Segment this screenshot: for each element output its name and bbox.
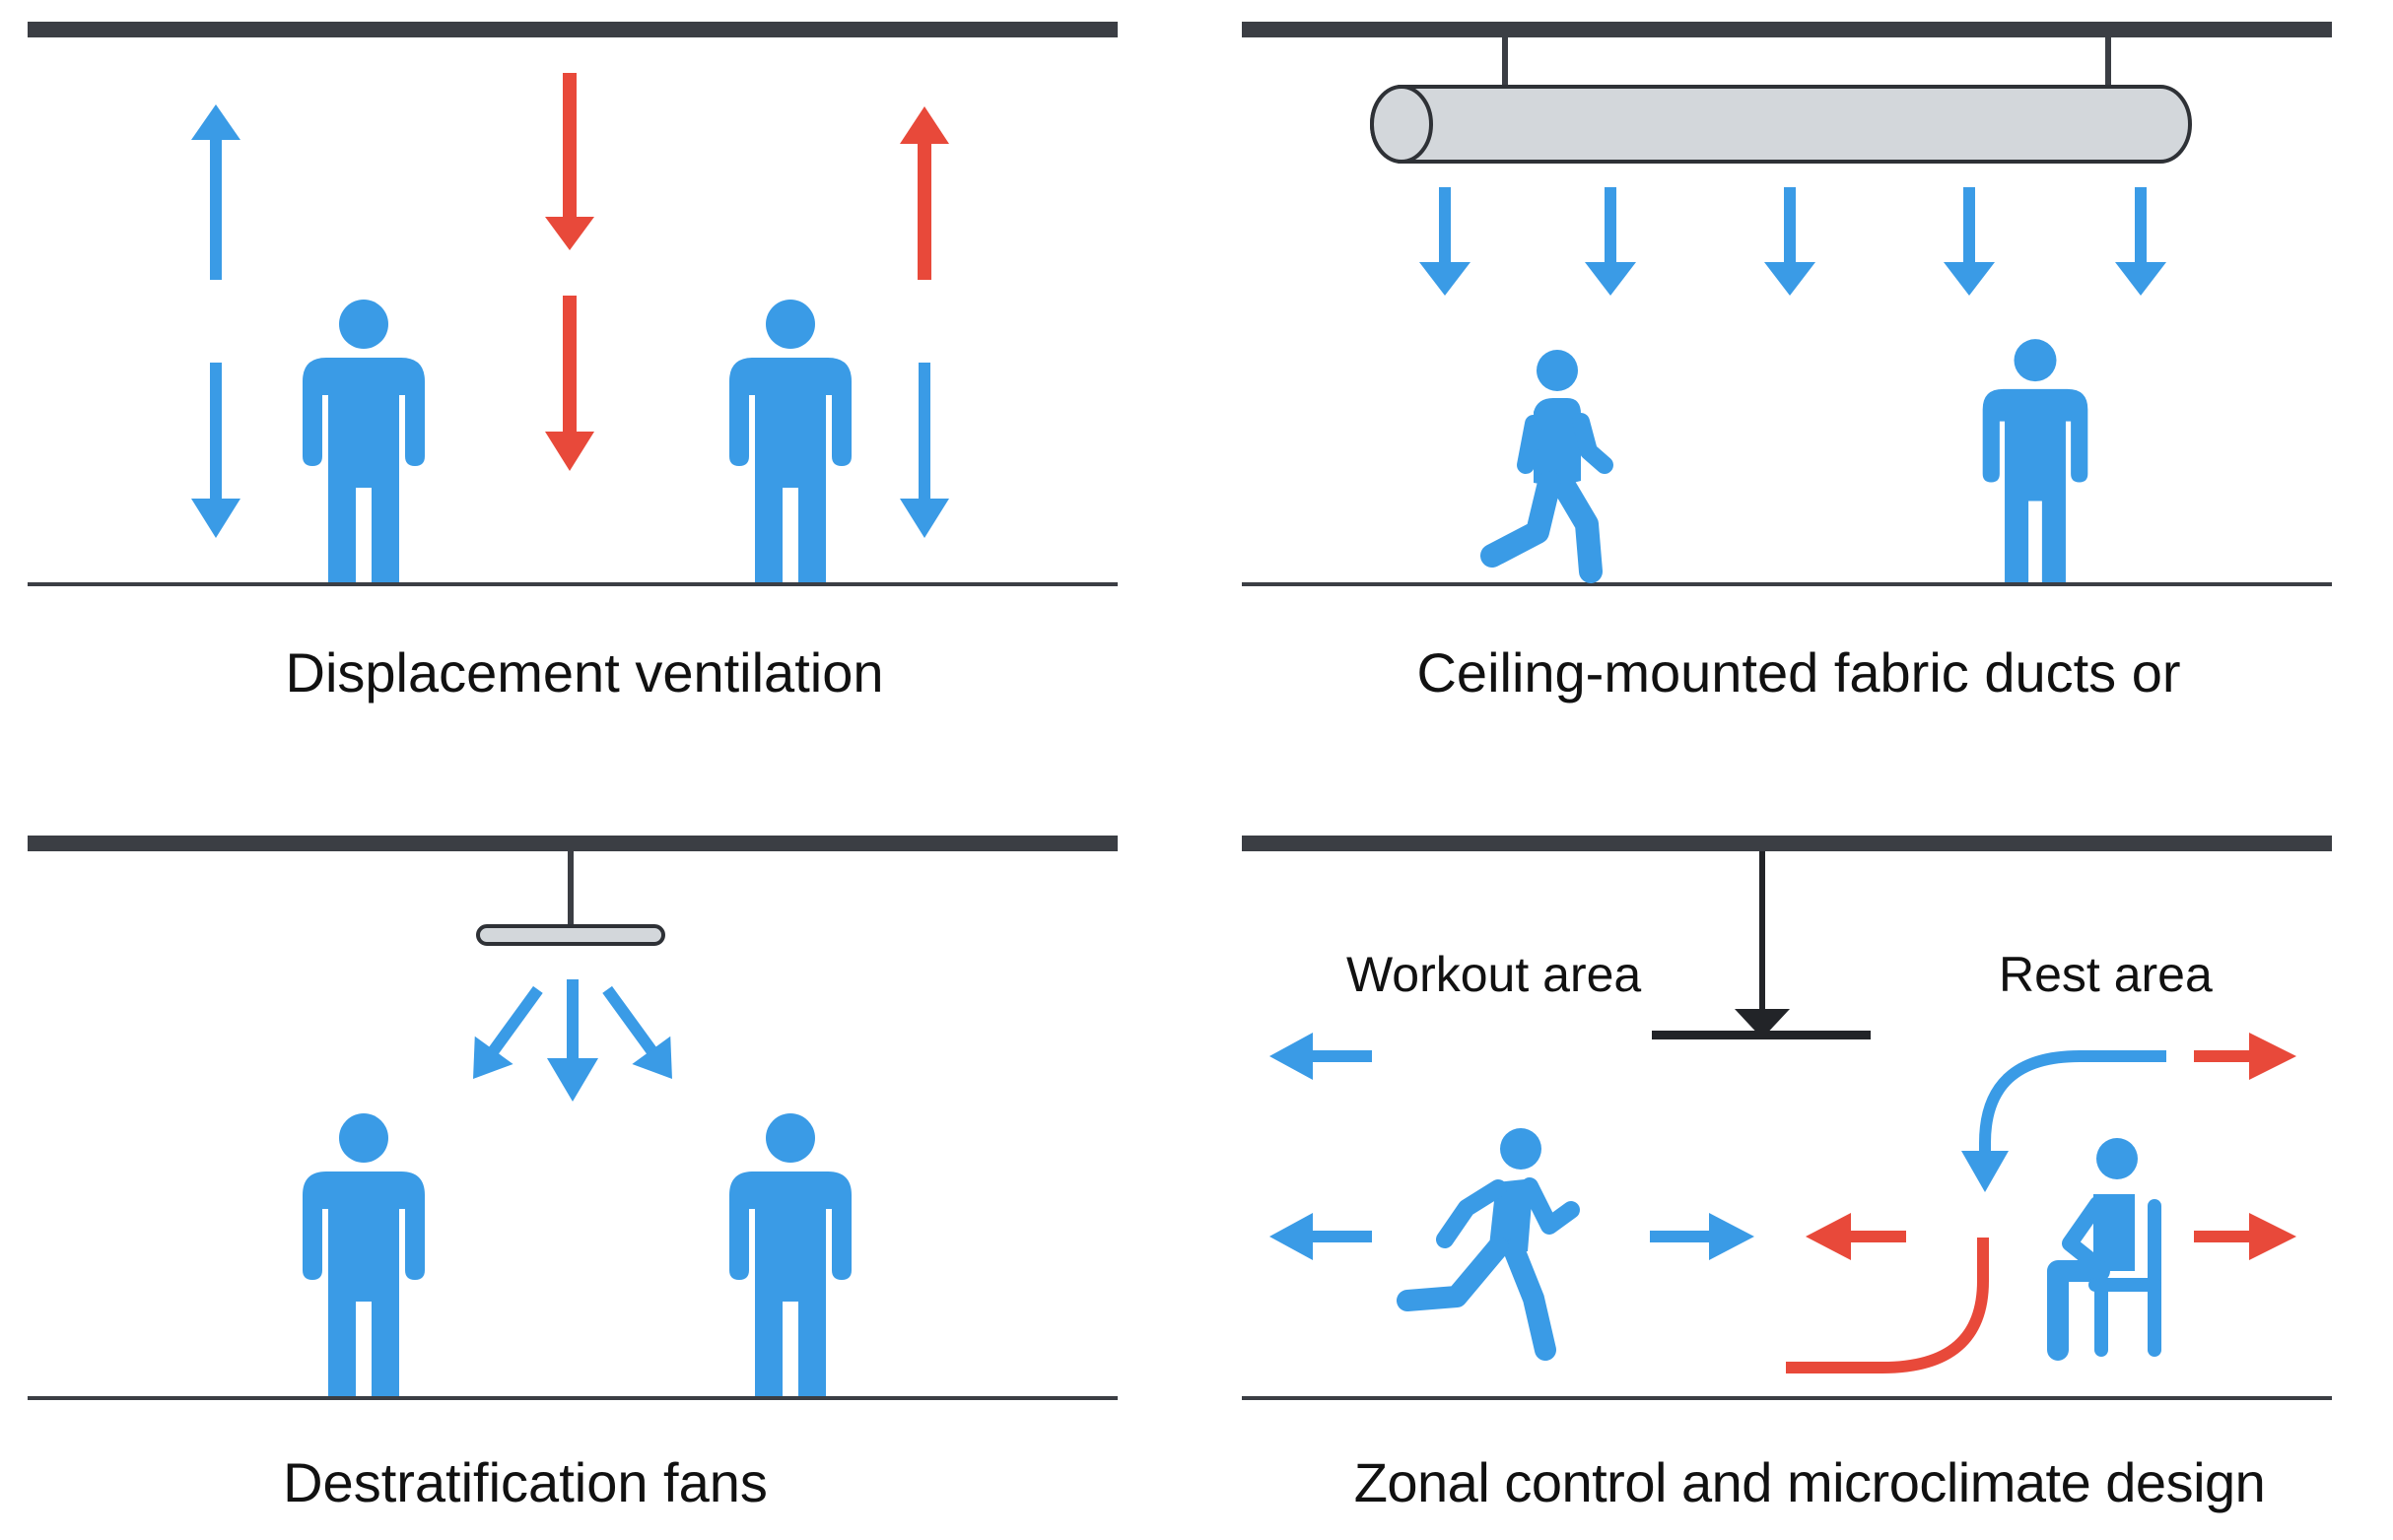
panel-fabric-ducts xyxy=(1242,22,2332,586)
floor-line xyxy=(28,1396,1118,1400)
down-arrow-icon xyxy=(900,363,949,538)
right-arrow-icon xyxy=(1650,1213,1754,1260)
right-arrow-icon xyxy=(2194,1033,2296,1080)
down-arrow-icon xyxy=(547,979,598,1102)
left-arrow-icon xyxy=(1269,1033,1372,1080)
person-standing-icon xyxy=(303,300,425,582)
down-arrow-icon xyxy=(602,985,672,1080)
left-arrow-icon xyxy=(1806,1213,1906,1260)
right-arrow-icon xyxy=(2194,1213,2296,1260)
ceiling-line xyxy=(28,836,1118,851)
floor-line xyxy=(1242,1396,2332,1400)
label-rest-area: Rest area xyxy=(1999,947,2213,1002)
down-arrow-icon xyxy=(1419,187,1470,296)
caption-destratification-fans: Destratification fans xyxy=(283,1451,768,1513)
duct-hanger xyxy=(1502,37,1508,89)
ceiling-fan-icon xyxy=(1652,851,1871,1039)
panel-displacement xyxy=(28,22,1118,586)
down-arrow-icon xyxy=(545,296,594,471)
ceiling-fan-icon xyxy=(476,851,665,946)
duct-hanger xyxy=(2105,37,2111,89)
curved-arrow-icon xyxy=(1786,1238,1989,1373)
down-arrow-icon xyxy=(545,73,594,250)
person-standing-icon xyxy=(303,1113,425,1396)
ceiling-line xyxy=(1242,836,2332,851)
person-standing-icon xyxy=(1982,339,2088,582)
down-arrow-icon xyxy=(473,985,543,1080)
curved-arrow-icon xyxy=(1961,1050,2166,1192)
person-standing-icon xyxy=(729,300,852,582)
ceiling-line xyxy=(28,22,1118,37)
fabric-duct xyxy=(1370,85,2192,164)
ceiling-line xyxy=(1242,22,2332,37)
up-arrow-icon xyxy=(191,104,240,280)
caption-displacement-ventilation: Displacement ventilation xyxy=(285,641,884,703)
left-arrow-icon xyxy=(1269,1213,1372,1260)
up-arrow-icon xyxy=(900,106,949,280)
person-running-icon xyxy=(1397,1128,1580,1361)
panel-destrat-fans xyxy=(28,836,1118,1400)
panel-zonal xyxy=(1242,836,2332,1400)
down-arrow-icon xyxy=(2115,187,2166,296)
floor-line xyxy=(1242,582,2332,586)
down-arrow-icon xyxy=(1944,187,1995,296)
label-workout-area: Workout area xyxy=(1346,947,1642,1002)
person-seated-icon xyxy=(2047,1138,2161,1361)
down-arrow-icon xyxy=(1764,187,1815,296)
down-arrow-icon xyxy=(1585,187,1636,296)
down-arrow-icon xyxy=(191,363,240,538)
person-standing-icon xyxy=(729,1113,852,1396)
caption-fabric-ducts: Ceiling-mounted fabric ducts or xyxy=(1416,641,2181,703)
floor-line xyxy=(28,582,1118,586)
caption-zonal-control: Zonal control and microclimate design xyxy=(1353,1451,2266,1513)
person-walking-icon xyxy=(1480,350,1613,583)
